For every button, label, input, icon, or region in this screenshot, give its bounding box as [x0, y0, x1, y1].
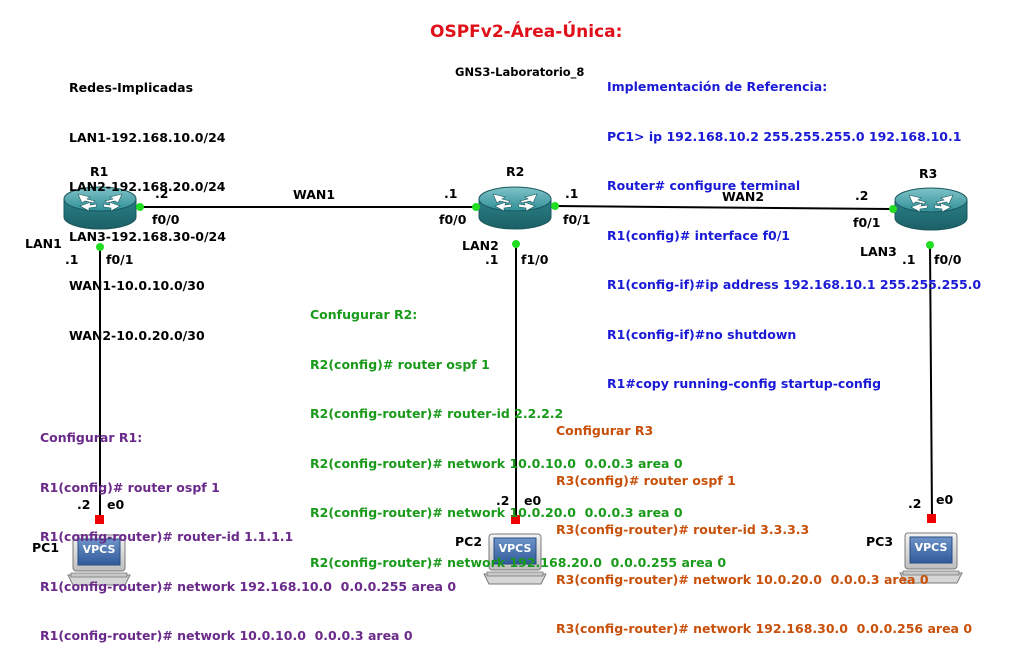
network-topology: VPCS VPCS VPCS [63, 186, 968, 586]
r3-wan-ip: .2 [855, 188, 869, 203]
config-line: R1(config)# router ospf 1 [40, 479, 220, 495]
reference-line: R1(config)# interface f0/1 [607, 227, 790, 243]
pc1-name: PC1 [32, 540, 60, 555]
wan1-label: WAN1 [293, 187, 336, 202]
reference-line: R1(config-if)#ip address 192.168.10.1 25… [607, 277, 982, 292]
config-line: R2(config-router)# network 10.0.20.0 0.0… [310, 505, 683, 520]
config-line: R1(config-router)# router-id 1.1.1.1 [40, 529, 294, 544]
config-line: R3(config-router)# router-id 3.3.3.3 [556, 522, 810, 537]
pc-port-dot [927, 514, 936, 523]
r1-lan-interface: f0/1 [106, 252, 134, 267]
r2-lan-ip: .1 [485, 252, 499, 267]
networks-block: Redes-Implicadas LAN1-192.168.10.0/24 LA… [69, 47, 226, 361]
pc3-interface: e0 [936, 492, 954, 507]
r3-lan-ip: .1 [902, 252, 916, 267]
link-status-dot [889, 205, 897, 213]
config-r1-block: Configurar R1: R1(config)# router ospf 1… [40, 397, 456, 661]
network-line: LAN3-192.168.30-0/24 [69, 228, 226, 244]
link-status-dot [472, 203, 480, 211]
pc2-ip: .2 [496, 493, 510, 508]
lan1-label: LAN1 [25, 236, 62, 251]
link-status-dot [96, 243, 104, 251]
config-line: R3(config)# router ospf 1 [556, 472, 736, 488]
pc-port-dot [95, 515, 104, 524]
page-title: OSPFv2-Área-Única: [430, 22, 623, 42]
r2-wan2-ip: .1 [565, 186, 579, 201]
r3-lan-interface: f0/0 [934, 252, 962, 267]
pc1-interface: e0 [107, 497, 125, 512]
lab-name: GNS3-Laboratorio_8 [455, 65, 585, 79]
link-status-dot [136, 203, 144, 211]
pc-port-dot [511, 515, 520, 524]
router-icon-r2[interactable] [478, 186, 552, 230]
config-line: R1(config-router)# network 10.0.10.0 0.0… [40, 628, 413, 643]
network-line: WAN2-10.0.20.0/30 [69, 327, 205, 343]
wan2-link [554, 205, 894, 210]
config-r3-heading: Configurar R3 [556, 423, 654, 438]
r2-lan-interface: f1/0 [521, 252, 549, 267]
pc1-ip: .2 [77, 497, 91, 512]
config-line: R2(config-router)# router-id 2.2.2.2 [310, 406, 564, 421]
r1-wan-interface: f0/0 [152, 212, 180, 227]
config-r3-block: Configurar R3 R3(config)# router ospf 1 … [556, 390, 972, 654]
network-line: LAN2-192.168.20.0/24 [69, 179, 226, 194]
lan2-label: LAN2 [462, 238, 499, 253]
lan3-link [929, 244, 933, 519]
pc2-interface: e0 [524, 493, 542, 508]
config-r2-heading: Confugurar R2: [310, 307, 418, 322]
config-line: R2(config-router)# network 10.0.10.0 0.0… [310, 455, 683, 471]
wan2-label: WAN2 [722, 189, 765, 204]
reference-line: R1#copy running-config startup-config [607, 376, 882, 391]
pc3-ip: .2 [908, 496, 922, 511]
config-line: R2(config-router)# network 192.168.20.0 … [310, 554, 727, 570]
reference-line: PC1> ip 192.168.10.2 255.255.255.0 192.1… [607, 128, 962, 144]
r2-wan1-interface: f0/0 [439, 212, 467, 227]
r1-wan-ip: .2 [155, 186, 169, 201]
router-name-r3: R3 [919, 166, 938, 181]
pc2-badge: VPCS [499, 542, 532, 555]
r2-wan1-ip: .1 [444, 186, 458, 201]
router-name-r1: R1 [90, 164, 109, 179]
link-status-dot [551, 202, 559, 210]
networks-heading: Redes-Implicadas [69, 80, 194, 95]
network-line: WAN1-10.0.10.0/30 [69, 278, 205, 293]
config-line: R1(config-router)# network 192.168.10.0 … [40, 578, 457, 594]
lan3-label: LAN3 [860, 244, 897, 259]
pc1-badge: VPCS [83, 543, 116, 556]
reference-block: Implementación de Referencia: PC1> ip 19… [607, 46, 981, 409]
config-r2-block: Confugurar R2: R2(config)# router ospf 1… [310, 274, 726, 588]
config-r1-heading: Configurar R1: [40, 430, 143, 445]
reference-heading: Implementación de Referencia: [607, 79, 828, 94]
r2-wan2-interface: f0/1 [563, 212, 591, 227]
pc3-badge: VPCS [915, 541, 948, 554]
r3-wan-interface: f0/1 [853, 215, 881, 230]
reference-line: Router# configure terminal [607, 178, 801, 193]
r1-lan-ip: .1 [65, 252, 79, 267]
pc2-name: PC2 [455, 534, 483, 549]
reference-line: R1(config-if)#no shutdown [607, 326, 797, 342]
link-status-dot [512, 240, 520, 248]
config-line: R3(config-router)# network 192.168.30.0 … [556, 621, 973, 636]
config-line: R3(config-router)# network 10.0.20.0 0.0… [556, 571, 929, 587]
link-status-dot [926, 241, 934, 249]
router-name-r2: R2 [506, 164, 525, 179]
network-line: LAN1-192.168.10.0/24 [69, 129, 226, 145]
config-line: R2(config)# router ospf 1 [310, 356, 490, 372]
pc3-name: PC3 [866, 534, 894, 549]
